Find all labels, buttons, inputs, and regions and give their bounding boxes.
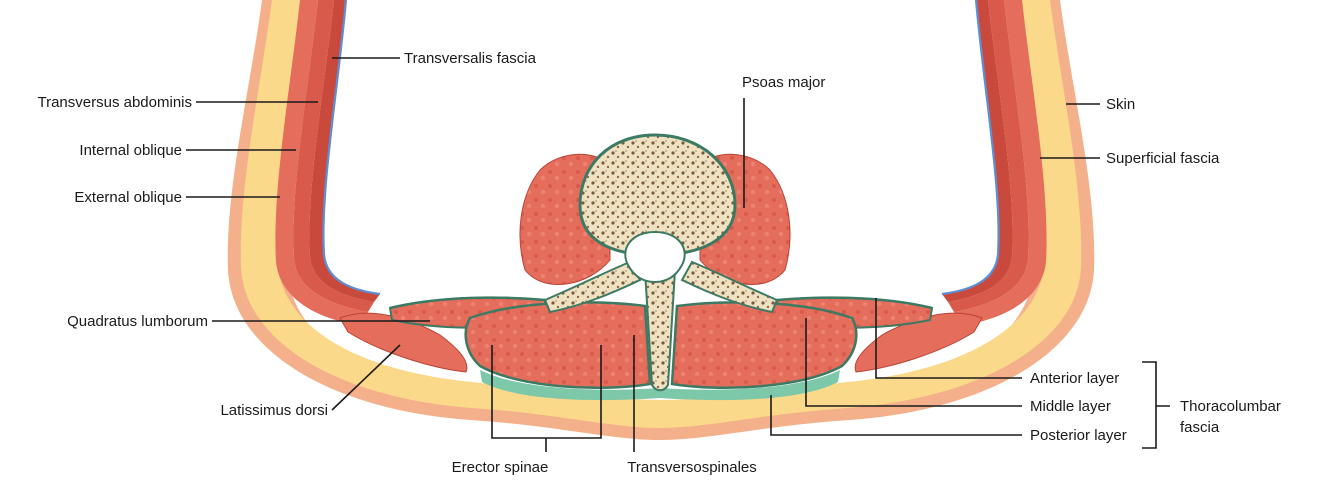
label-middle-layer: Middle layer [1030,398,1111,415]
thoracolumbar-bracket [1142,362,1170,448]
left-erector-spinae [466,302,650,387]
label-posterior-layer: Posterior layer [1030,427,1127,444]
label-transversospinales: Transversospinales [627,459,757,476]
label-external-oblique: External oblique [74,189,182,206]
label-superficial-fascia: Superficial fascia [1106,150,1220,167]
label-thoracolumbar-fascia: fascia [1180,419,1220,436]
label-quadratus-lumborum: Quadratus lumborum [67,313,208,330]
label-thoracolumbar: Thoracolumbar [1180,398,1281,415]
label-anterior-layer: Anterior layer [1030,370,1119,387]
label-skin: Skin [1106,96,1135,113]
label-transversus-abdominis: Transversus abdominis [37,94,192,111]
label-latissimus-dorsi: Latissimus dorsi [220,402,328,419]
label-transversalis-fascia: Transversalis fascia [404,50,537,67]
label-psoas-major: Psoas major [742,74,825,91]
label-erector-spinae: Erector spinae [452,459,549,476]
label-internal-oblique: Internal oblique [79,142,182,159]
vertebral-foramen [625,232,684,282]
